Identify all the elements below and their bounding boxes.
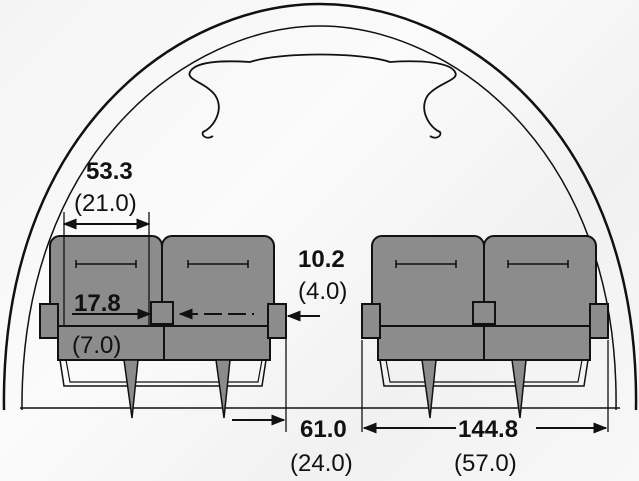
- right-middle-armrest: [472, 301, 496, 325]
- seat-width-dimension: [62, 212, 151, 326]
- armrest-width-metric-label: 17.8: [74, 290, 121, 317]
- right-seat-pair: [361, 235, 609, 419]
- overhead-panel: [188, 53, 457, 139]
- right-seat-back-1: [371, 235, 485, 333]
- right-seat-back-2: [483, 235, 597, 333]
- left-seat-cushion-2: [163, 325, 271, 361]
- seat-pair-width-dimension: [364, 340, 609, 434]
- side-clearance-metric-label: 10.2: [298, 246, 345, 273]
- left-seat-pair: [39, 235, 287, 419]
- left-outer-armrest: [39, 303, 59, 339]
- seat-width-imperial-label: (21.0): [74, 190, 137, 217]
- right-seat-cushion-2: [483, 325, 591, 361]
- right-seat-cushion-1: [377, 325, 485, 361]
- side-clearance-dimension: [285, 310, 320, 432]
- right-outer-armrest: [589, 303, 609, 339]
- left-seat-back-1: [49, 235, 163, 333]
- seat-width-metric-label: 53.3: [86, 158, 133, 185]
- armrest-width-imperial-label: (7.0): [72, 332, 122, 359]
- fuselage-outer-wall: [2, 2, 638, 411]
- fuselage-inner-wall: [21, 25, 617, 411]
- seat-pair-width-imperial-label: (57.0): [454, 450, 517, 477]
- left-inner-armrest: [267, 303, 287, 339]
- left-seat-back-2: [161, 235, 275, 333]
- seat-pair-width-metric-label: 144.8: [458, 416, 519, 443]
- right-seat-leg-1: [421, 359, 437, 419]
- side-clearance-imperial-label: (4.0): [298, 278, 348, 305]
- left-middle-armrest: [150, 301, 174, 325]
- right-seat-leg-2: [511, 359, 527, 419]
- right-inner-armrest: [361, 303, 381, 339]
- aisle-width-imperial-label: (24.0): [290, 450, 353, 477]
- left-seat-leg-2: [215, 359, 231, 419]
- aisle-width-metric-label: 61.0: [300, 416, 347, 443]
- left-seat-leg-1: [123, 359, 139, 419]
